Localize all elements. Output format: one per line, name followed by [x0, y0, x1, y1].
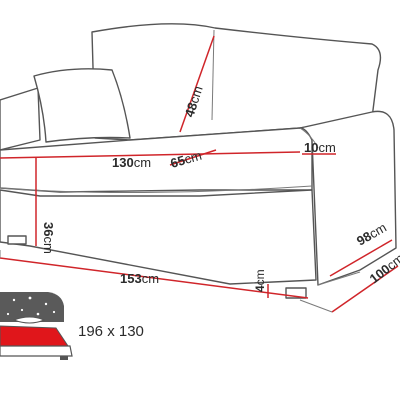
dimension-labels: 48cm 130cm 65cm 10cm 36cm 153cm 4cm 98cm…: [41, 84, 400, 292]
right-side-panel: [317, 271, 361, 286]
label-seat-depth: 65cm: [169, 148, 204, 171]
bed-size-label: 196 x 130: [78, 323, 144, 340]
sofa-bed-icon: [0, 292, 73, 360]
bed-icon-mattress: [0, 325, 69, 347]
label-total-width: 153cm: [120, 271, 159, 286]
ext-line-total-depth: [299, 299, 333, 313]
dimension-lines: [0, 35, 399, 313]
dim-line-seat-depth: [169, 149, 217, 166]
bed-icon-pillow: [12, 316, 46, 324]
backrest: [91, 23, 382, 141]
label-seat-length: 130cm: [112, 155, 151, 170]
dim-line-total-width: [0, 257, 309, 299]
seat-front-edge: [0, 185, 313, 194]
left-armrest: [0, 87, 41, 151]
bed-icon-backrest: [0, 292, 64, 322]
label-leg-height: 4cm: [253, 269, 267, 292]
bed-icon-stars: [6, 296, 56, 316]
throw-pillow: [33, 68, 131, 143]
bed-icon-base: [0, 345, 73, 357]
label-back-height: 48cm: [182, 84, 206, 119]
left-leg: [7, 235, 27, 245]
label-seat-height: 36cm: [41, 222, 56, 254]
sofa-outline: [0, 23, 397, 299]
dim-line-side-depth: [329, 239, 393, 277]
dim-line-back-height: [179, 35, 215, 133]
bed-icon-leg: [60, 356, 68, 360]
right-armrest: [299, 110, 397, 286]
armrest-top-edge: [299, 127, 319, 149]
dim-line-seat-length: [0, 151, 301, 159]
dim-line-total-depth: [331, 265, 399, 313]
back-cushion-seam: [211, 29, 215, 121]
label-armrest-width: 10cm: [304, 140, 336, 155]
